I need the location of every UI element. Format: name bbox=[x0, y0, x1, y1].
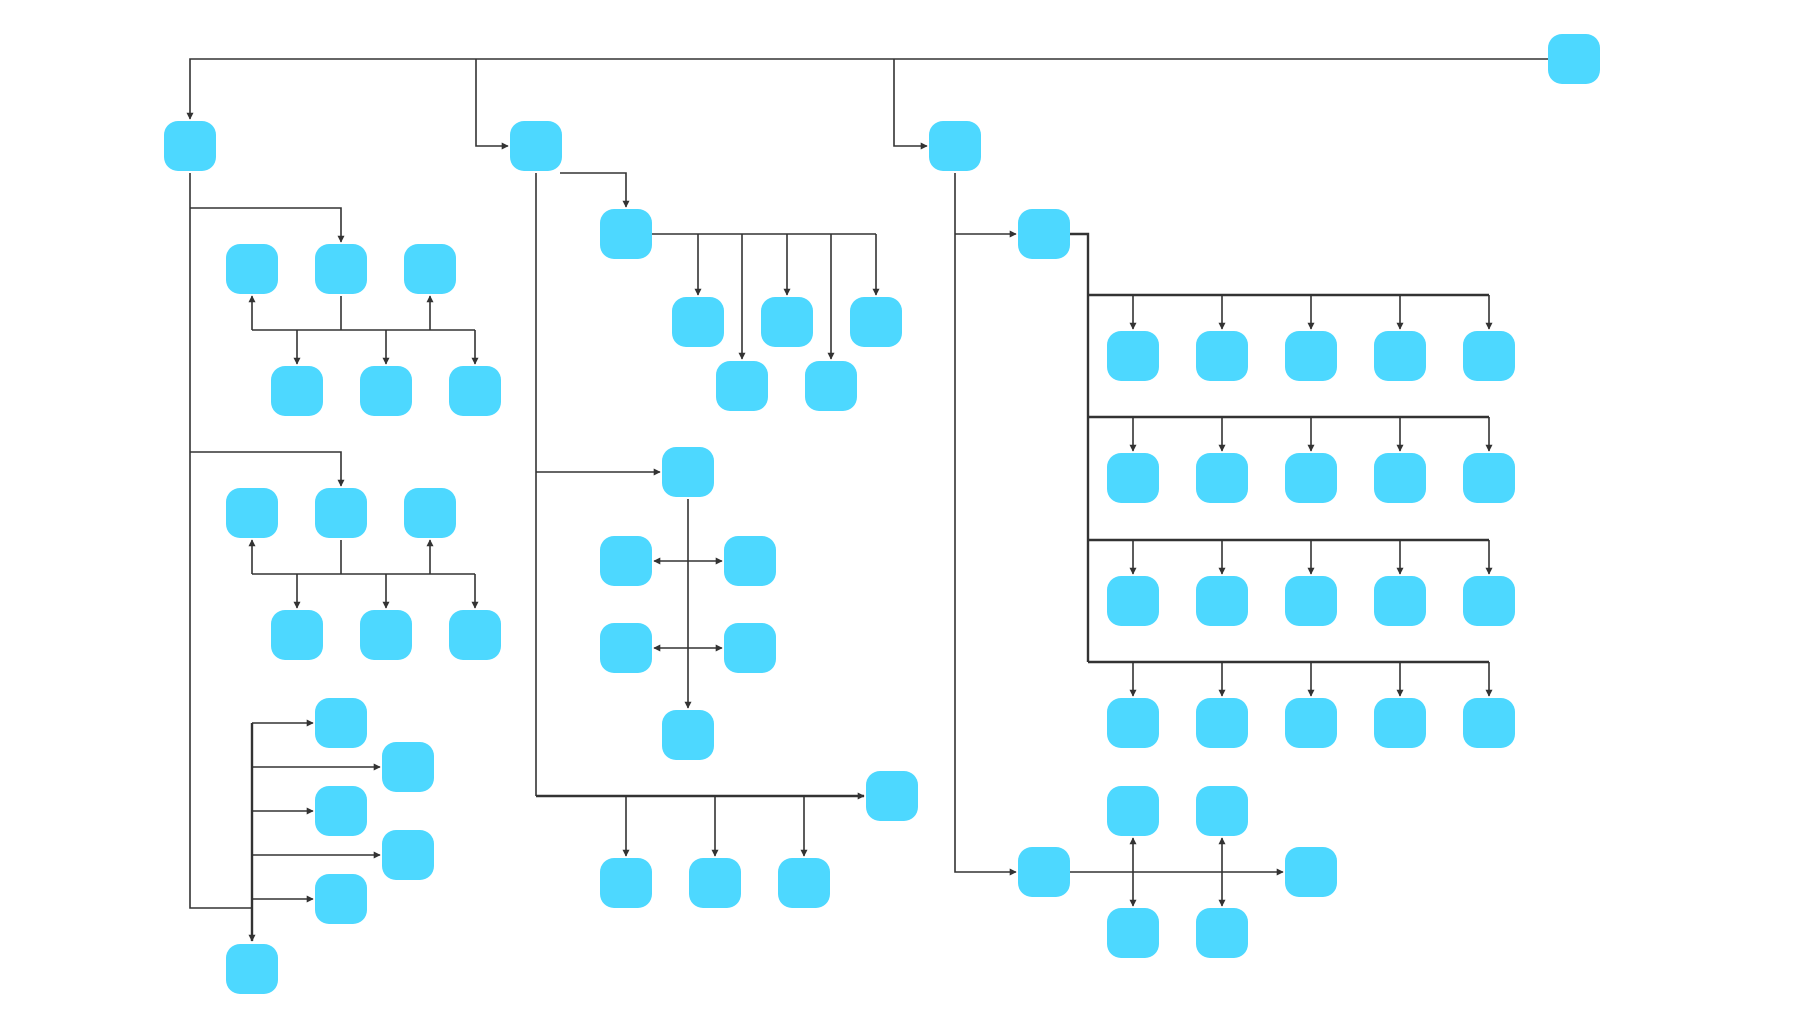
diagram-node[interactable] bbox=[1463, 331, 1515, 381]
diagram-node[interactable] bbox=[1285, 698, 1337, 748]
diagram-node[interactable] bbox=[271, 366, 323, 416]
connector-line bbox=[189, 173, 252, 909]
diagram-node[interactable] bbox=[226, 244, 278, 294]
diagram-node[interactable] bbox=[1107, 786, 1159, 836]
diagram-node[interactable] bbox=[1196, 908, 1248, 958]
connector-line bbox=[1070, 232, 1090, 662]
diagram-node[interactable] bbox=[1196, 576, 1248, 626]
diagram-node[interactable] bbox=[1285, 847, 1337, 897]
diagram-node[interactable] bbox=[1196, 786, 1248, 836]
diagram-node[interactable] bbox=[382, 830, 434, 880]
diagram-node[interactable] bbox=[672, 297, 724, 347]
diagram-node[interactable] bbox=[382, 742, 434, 792]
diagram-node[interactable] bbox=[1374, 331, 1426, 381]
diagram-node[interactable] bbox=[315, 874, 367, 924]
diagram-node[interactable] bbox=[1018, 847, 1070, 897]
diagram-node[interactable] bbox=[1463, 453, 1515, 503]
diagram-node[interactable] bbox=[805, 361, 857, 411]
connector-line bbox=[190, 451, 345, 487]
diagram-node[interactable] bbox=[1374, 453, 1426, 503]
connector-line bbox=[186, 58, 1548, 120]
diagram-node[interactable] bbox=[689, 858, 741, 908]
diagram-node[interactable] bbox=[1107, 576, 1159, 626]
connector-line bbox=[560, 172, 630, 208]
diagram-node[interactable] bbox=[600, 536, 652, 586]
diagram-node[interactable] bbox=[360, 366, 412, 416]
diagram-node[interactable] bbox=[1107, 331, 1159, 381]
diagram-node[interactable] bbox=[850, 297, 902, 347]
diagram-node[interactable] bbox=[724, 536, 776, 586]
connector-line bbox=[190, 207, 345, 243]
diagram-node[interactable] bbox=[404, 244, 456, 294]
diagram-node[interactable] bbox=[1463, 576, 1515, 626]
diagram-node[interactable] bbox=[929, 121, 981, 171]
diagram-node[interactable] bbox=[1374, 698, 1426, 748]
diagram-node[interactable] bbox=[226, 488, 278, 538]
connectors bbox=[186, 58, 1548, 942]
diagram-node[interactable] bbox=[1285, 331, 1337, 381]
diagram-node[interactable] bbox=[315, 698, 367, 748]
connector-line bbox=[893, 59, 928, 150]
diagram-node[interactable] bbox=[1107, 908, 1159, 958]
diagram-node[interactable] bbox=[226, 944, 278, 994]
diagram-node[interactable] bbox=[360, 610, 412, 660]
diagram-node[interactable] bbox=[510, 121, 562, 171]
diagram-node[interactable] bbox=[164, 121, 216, 171]
nodes bbox=[164, 34, 1600, 994]
diagram-node[interactable] bbox=[1107, 698, 1159, 748]
connector-line bbox=[954, 173, 1017, 876]
diagram-node[interactable] bbox=[449, 366, 501, 416]
diagram-node[interactable] bbox=[1548, 34, 1600, 84]
diagram-node[interactable] bbox=[449, 610, 501, 660]
diagram-node[interactable] bbox=[315, 244, 367, 294]
diagram-node[interactable] bbox=[1463, 698, 1515, 748]
diagram-node[interactable] bbox=[761, 297, 813, 347]
diagram-node[interactable] bbox=[1285, 453, 1337, 503]
diagram-node[interactable] bbox=[600, 623, 652, 673]
connector-line bbox=[475, 59, 509, 150]
diagram-node[interactable] bbox=[1107, 453, 1159, 503]
diagram-node[interactable] bbox=[315, 786, 367, 836]
diagram-node[interactable] bbox=[1196, 453, 1248, 503]
diagram-node[interactable] bbox=[1196, 698, 1248, 748]
diagram-node[interactable] bbox=[716, 361, 768, 411]
diagram-node[interactable] bbox=[724, 623, 776, 673]
diagram-node[interactable] bbox=[600, 858, 652, 908]
diagram-node[interactable] bbox=[1196, 331, 1248, 381]
diagram-node[interactable] bbox=[271, 610, 323, 660]
diagram-node[interactable] bbox=[404, 488, 456, 538]
diagram-node[interactable] bbox=[1285, 576, 1337, 626]
diagram-node[interactable] bbox=[662, 710, 714, 760]
diagram-node[interactable] bbox=[778, 858, 830, 908]
diagram-node[interactable] bbox=[866, 771, 918, 821]
diagram-node[interactable] bbox=[315, 488, 367, 538]
diagram-node[interactable] bbox=[600, 209, 652, 259]
diagram-node[interactable] bbox=[1374, 576, 1426, 626]
diagram-node[interactable] bbox=[662, 447, 714, 497]
diagram-node[interactable] bbox=[1018, 209, 1070, 259]
